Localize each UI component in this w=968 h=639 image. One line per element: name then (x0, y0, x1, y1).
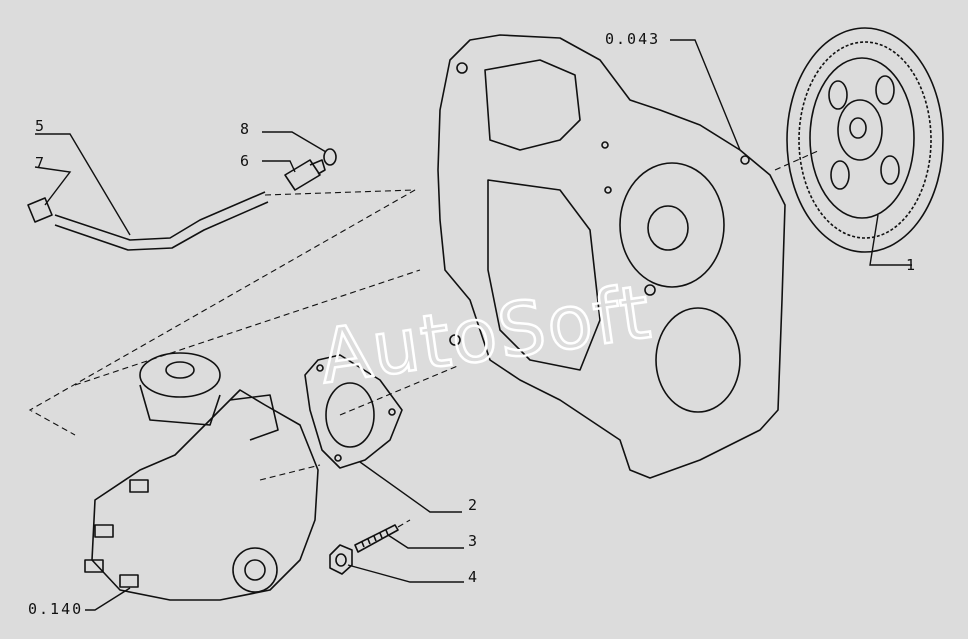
leader-6 (262, 160, 296, 173)
leader-2 (359, 461, 462, 513)
union-fitting-part (284, 159, 326, 191)
callout-3: 3 (468, 532, 479, 550)
assembly-line-pump (259, 464, 321, 481)
leader-4 (347, 564, 464, 583)
housing-bolt-hole (601, 141, 609, 149)
gear-window (880, 155, 900, 185)
fuel-pipe-lower-edge (54, 201, 269, 251)
gear-housing-part (437, 34, 786, 479)
stud-part (354, 524, 399, 553)
gear-part (786, 27, 944, 253)
pump-outlet-fitting (119, 574, 139, 588)
gear-outer-rim (786, 27, 944, 253)
nut-hex (329, 544, 353, 575)
gasket-part (304, 354, 403, 469)
leader-0043 (670, 39, 741, 151)
callout-7: 7 (35, 154, 46, 172)
housing-pump-flange (619, 162, 725, 288)
washer-ring (323, 148, 337, 166)
housing-bolt-hole (740, 155, 750, 165)
callout-2: 2 (468, 496, 479, 514)
leader-8 (262, 131, 327, 153)
pump-body (91, 389, 319, 601)
pump-cap (165, 361, 195, 379)
pump-outlet-fitting (94, 524, 114, 538)
fitting-body (27, 197, 53, 223)
leader-3 (387, 534, 464, 549)
gear-teeth (798, 41, 932, 239)
gear-window (875, 75, 895, 105)
housing-bolt-hole (644, 284, 656, 296)
assembly-line-gasket (339, 364, 461, 416)
leader-1 (869, 214, 912, 266)
gear-hub (837, 99, 883, 161)
pump-outlet-fitting (129, 479, 149, 493)
housing-bolt-hole (456, 62, 468, 74)
callout-6: 6 (240, 152, 251, 170)
gear-window (830, 160, 850, 190)
callout-5: 5 (35, 117, 46, 135)
gasket-outline (304, 354, 403, 469)
fuel-pipe-upper-edge (54, 191, 266, 241)
gasket-hole (388, 408, 396, 416)
assembly-line-pipe (28, 189, 416, 436)
union-body (284, 159, 321, 191)
assembly-line-gear (774, 149, 821, 171)
callout-4: 4 (468, 568, 479, 586)
watermark-text: AutoSoft (314, 269, 657, 401)
pump-drive-flange (232, 547, 278, 593)
banjo-fitting-part (27, 197, 53, 223)
pump-governor-housing (139, 384, 221, 426)
pump-control-lever (229, 394, 279, 441)
assembly-line-pump-top (74, 269, 421, 386)
washer-part (323, 148, 337, 166)
callout-0140: 0.140 (28, 600, 83, 618)
leader-7 (34, 166, 72, 206)
nut-bore (335, 553, 347, 567)
housing-outline (437, 34, 786, 479)
gear-window (828, 80, 848, 110)
assembly-line-stud (397, 519, 411, 528)
housing-upper-pocket (484, 59, 581, 151)
pump-outlet-fitting (84, 559, 104, 573)
stud-body (354, 524, 399, 553)
housing-bolt-hole (449, 334, 461, 346)
leader-0140 (85, 587, 131, 611)
gear-web (809, 57, 915, 219)
housing-pump-bore (647, 205, 689, 251)
gear-bore (849, 117, 867, 139)
pump-drive-shaft (244, 559, 266, 581)
injection-pump-part (84, 352, 319, 601)
gasket-hole (334, 454, 342, 462)
nut-part (329, 544, 353, 575)
gasket-opening (325, 382, 375, 448)
housing-lower-bore (655, 307, 741, 413)
callout-0043: 0.043 (605, 30, 660, 48)
callout-1: 1 (906, 256, 917, 274)
union-nose (309, 159, 326, 175)
pump-governor-cover (139, 352, 221, 398)
fuel-pipe-part (54, 191, 269, 251)
callout-8: 8 (240, 120, 251, 138)
stud-thread (361, 529, 389, 548)
housing-bolt-hole (604, 186, 612, 194)
leader-5 (35, 133, 131, 236)
housing-center-pocket (487, 179, 601, 371)
gasket-hole (316, 364, 324, 372)
